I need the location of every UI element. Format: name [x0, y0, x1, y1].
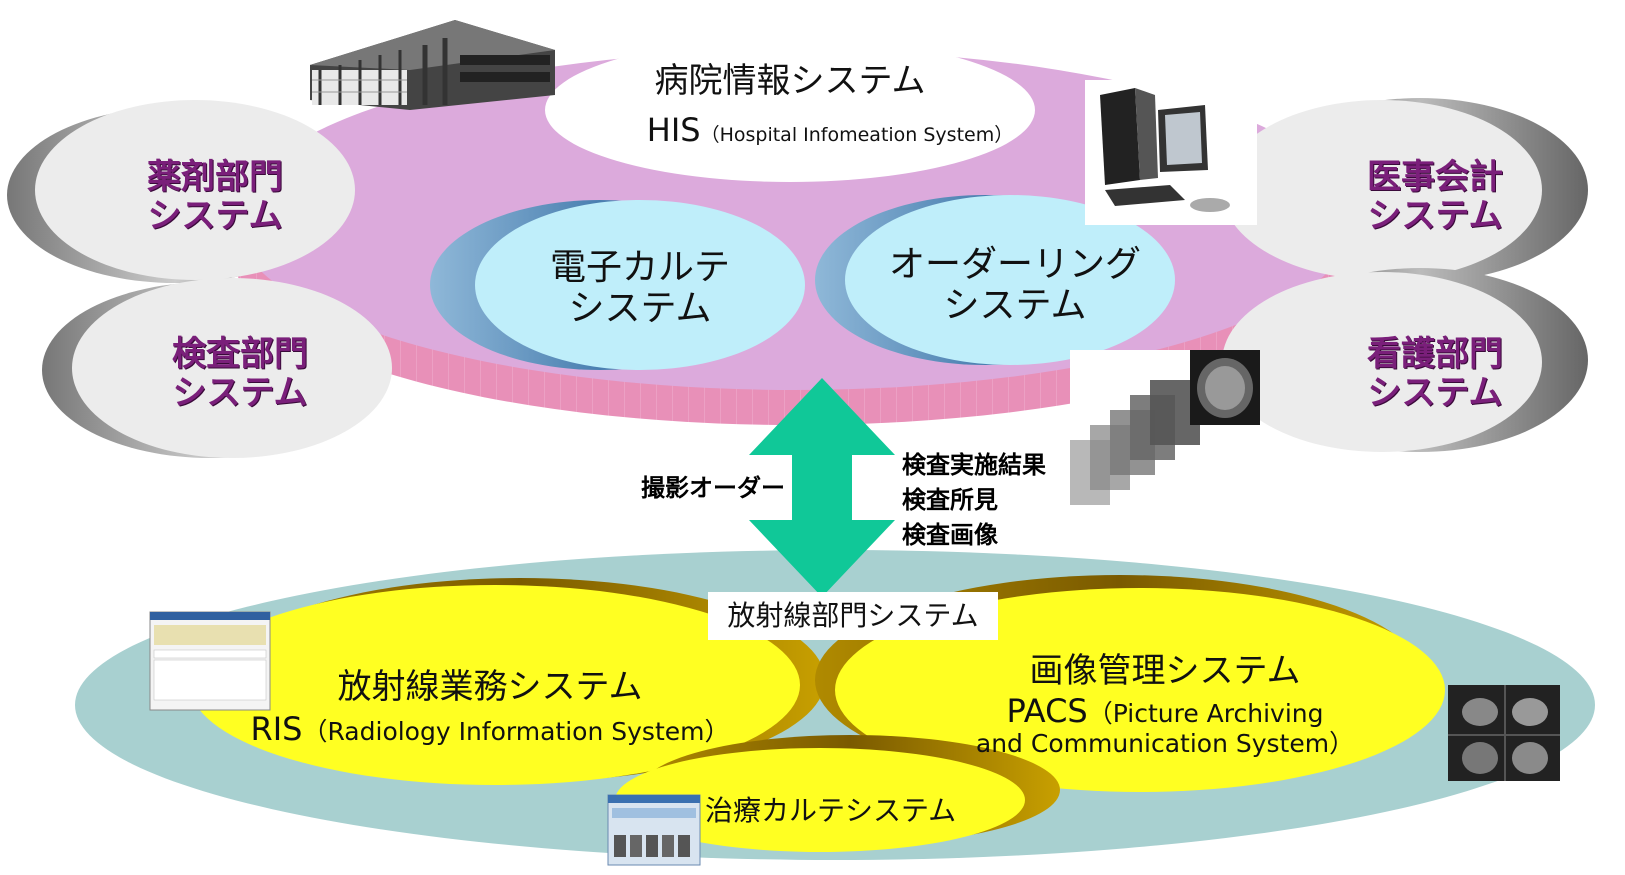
emr-system-label: 電子カルテ システム	[520, 247, 760, 330]
nursing-line2: システム	[1367, 373, 1503, 414]
his-abbr: HIS	[646, 111, 701, 149]
laboratory-label: 検査部門 システム	[145, 334, 335, 414]
ordering-system-node	[815, 195, 1175, 365]
pharmacy-line1: 薬剤部門	[147, 157, 283, 197]
pacs-screen-icon	[1448, 685, 1560, 781]
ris-system-node	[190, 578, 825, 785]
therapy-label: 治療カルテシステム	[705, 794, 957, 827]
his-label-ellipse	[545, 38, 1035, 182]
ris-label: 放射線業務システム RIS（Radiology Information Syst…	[210, 667, 770, 748]
hospital-building-icon	[310, 20, 555, 110]
mri-slices-icon	[1070, 350, 1260, 510]
accounting-system-node	[1222, 98, 1588, 282]
results-list: 検査実施結果 検査所見 検査画像	[902, 448, 1046, 552]
pharmacy-line2: システム	[147, 196, 283, 237]
pharmacy-system-node	[7, 100, 355, 283]
radiology-dept-label: 放射線部門システム	[727, 599, 979, 632]
accounting-label: 医事会計 システム	[1340, 157, 1530, 237]
laboratory-system-node	[42, 278, 392, 458]
ordering-line1: オーダーリング	[888, 244, 1141, 285]
desktop-computer-icon	[1085, 80, 1257, 225]
emr-system-node	[430, 200, 805, 370]
ris-title: 放射線業務システム	[337, 667, 643, 707]
pacs-abbr: PACS	[1006, 692, 1088, 731]
ordering-system-label: オーダーリング システム	[880, 244, 1150, 327]
ris-full-name: （Radiology Information System）	[302, 717, 730, 747]
his-subtitle: HIS（Hospital Infomeation System）	[620, 112, 1040, 149]
nursing-system-node	[1222, 268, 1588, 452]
data-exchange-arrow	[749, 378, 895, 597]
pharmacy-label: 薬剤部門 システム	[120, 157, 310, 237]
pacs-title: 画像管理システム	[1029, 651, 1301, 691]
accounting-line1: 医事会計	[1367, 157, 1503, 197]
emr-line1: 電子カルテ	[549, 247, 730, 288]
laboratory-line2: システム	[172, 373, 308, 414]
radiology-dept-label-box	[708, 592, 998, 640]
pacs-full-line2: and Communication System）	[975, 728, 1355, 758]
result-exam-findings: 検査所見	[902, 485, 998, 514]
therapy-system-node	[615, 735, 1060, 852]
ordering-line2: システム	[943, 285, 1087, 327]
ris-subtitle: RIS（Radiology Information System）	[210, 711, 770, 748]
pacs-label: 画像管理システム PACS（Picture Archiving and Comm…	[930, 651, 1400, 759]
order-label: 撮影オーダー	[641, 474, 785, 502]
ris-abbr: RIS	[250, 710, 303, 749]
laboratory-line1: 検査部門	[172, 334, 308, 374]
his-full-name: （Hospital Infomeation System）	[700, 124, 1014, 146]
accounting-line2: システム	[1367, 196, 1503, 237]
result-exam-images: 検査画像	[902, 520, 998, 549]
result-exam-results: 検査実施結果	[902, 451, 1046, 479]
therapy-screen-icon	[607, 794, 701, 866]
pacs-full-line1: （Picture Archiving	[1087, 699, 1324, 729]
ris-screen-icon	[149, 611, 271, 711]
emr-line2: システム	[568, 288, 712, 330]
pacs-subtitle: PACS（Picture Archiving	[930, 693, 1400, 730]
nursing-label: 看護部門 システム	[1340, 334, 1530, 414]
nursing-line1: 看護部門	[1367, 334, 1503, 374]
his-title: 病院情報システム	[654, 61, 926, 101]
